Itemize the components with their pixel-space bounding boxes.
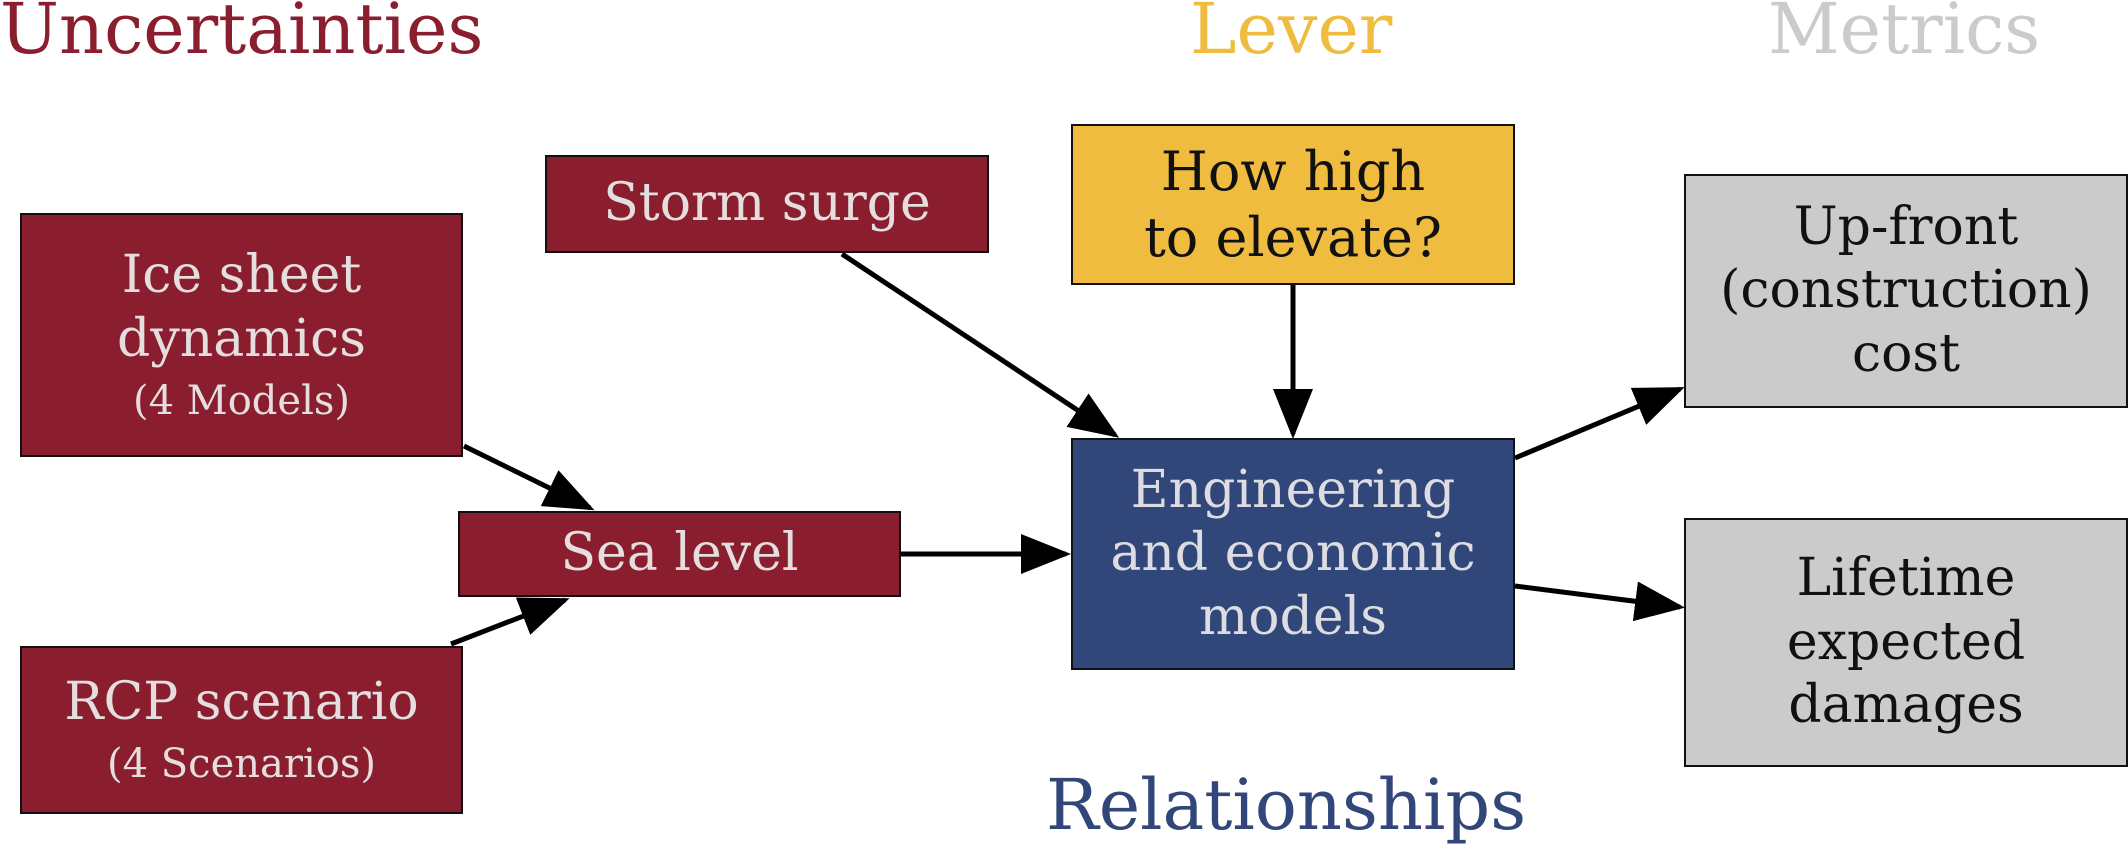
node-upfront-cost: Up-front (construction) cost (1684, 174, 2128, 408)
node-rcp-line-1: RCP scenario (64, 671, 419, 732)
heading-uncertainties: Uncertainties (0, 0, 484, 70)
node-rcp-scenario: RCP scenario (4 Scenarios) (20, 646, 463, 814)
node-models-line-3: models (1199, 586, 1387, 647)
node-storm-surge: Storm surge (545, 155, 989, 253)
node-damages-line-1: Lifetime (1796, 548, 2016, 609)
node-elevate-line-2: to elevate? (1144, 205, 1442, 269)
node-upfront-line-1: Up-front (1793, 196, 2019, 257)
node-ice-sheet-line-1: Ice sheet (121, 245, 362, 306)
node-engineering-economic-models: Engineering and economic models (1071, 438, 1515, 670)
node-rcp-sub: (4 Scenarios) (107, 741, 376, 788)
arrow-storm-surge-to-models (840, 251, 1120, 438)
node-damages-line-3: damages (1788, 675, 2024, 736)
heading-lever: Lever (1190, 0, 1393, 70)
node-ice-sheet-line-2: dynamics (117, 308, 366, 369)
node-storm-surge-line-1: Storm surge (603, 173, 931, 234)
node-sea-level: Sea level (458, 511, 901, 597)
arrow-rcp-to-sea-level (450, 597, 570, 647)
heading-metrics: Metrics (1768, 0, 2041, 70)
node-upfront-line-3: cost (1851, 323, 1960, 384)
arrow-models-to-damages (1514, 581, 1685, 622)
node-models-line-2: and economic (1110, 523, 1476, 584)
node-damages-line-2: expected (1786, 611, 2026, 672)
node-sea-level-line-1: Sea level (560, 523, 799, 584)
node-elevate-line-1: How high (1160, 139, 1426, 203)
arrow-ice-sheet-to-sea-level (462, 443, 595, 511)
node-ice-sheet-dynamics: Ice sheet dynamics (4 Models) (20, 213, 463, 457)
node-upfront-line-2: (construction) (1720, 260, 2092, 321)
node-lifetime-expected-damages: Lifetime expected damages (1684, 518, 2128, 767)
node-ice-sheet-sub: (4 Models) (132, 378, 350, 425)
arrow-models-to-upfront (1514, 386, 1685, 461)
node-how-high-to-elevate: How high to elevate? (1071, 124, 1515, 285)
heading-relationships: Relationships (1046, 764, 1527, 846)
node-models-line-1: Engineering (1130, 459, 1456, 520)
